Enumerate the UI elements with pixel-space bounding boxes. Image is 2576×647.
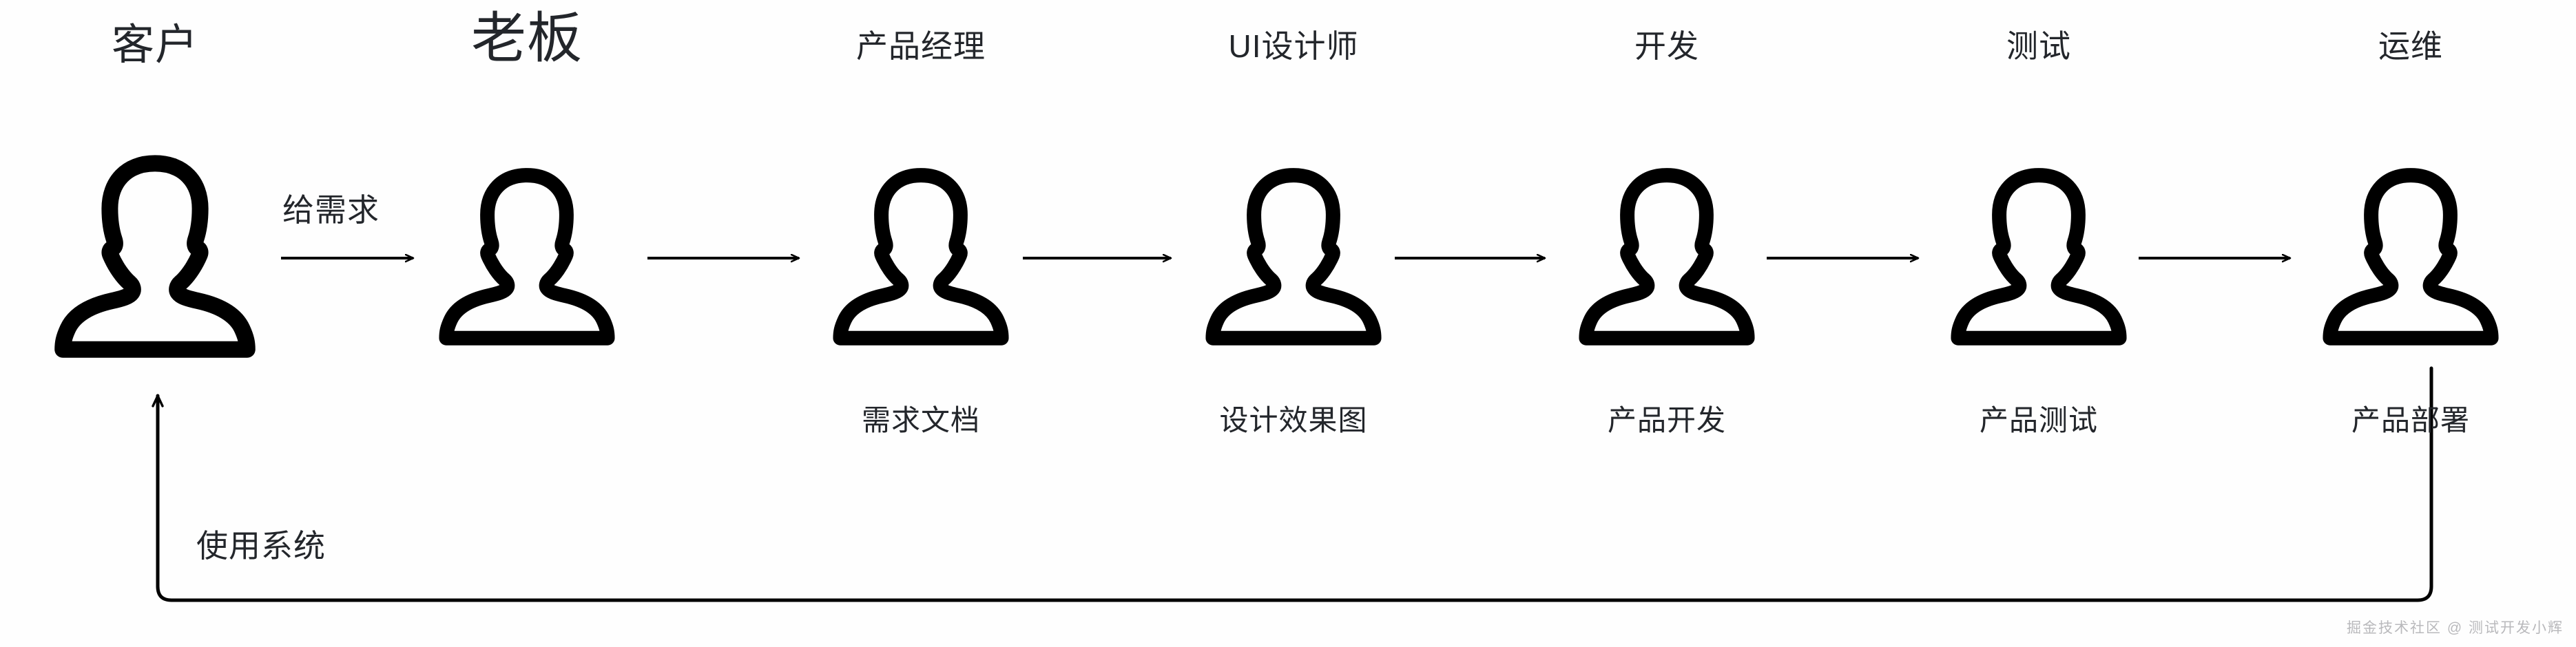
node-label-ops: 运维 <box>2378 28 2443 64</box>
node-sublabel-qa: 产品测试 <box>1979 404 2098 436</box>
person-icon-ops <box>2323 168 2499 346</box>
edge-label-give-requirements: 给需求 <box>282 192 380 228</box>
person-icon-dev <box>1579 168 1755 346</box>
watermark-text: 掘金技术社区 @ 测试开发小辉 <box>2347 620 2564 636</box>
person-icon-ui <box>1205 168 1382 346</box>
person-icon-pm <box>833 168 1009 346</box>
node-label-customer: 客户 <box>111 21 198 69</box>
node-sublabel-dev: 产品开发 <box>1607 404 1726 436</box>
node-label-ui: UI设计师 <box>1228 28 1359 64</box>
node-sublabel-ui: 设计效果图 <box>1219 404 1368 436</box>
node-label-dev: 开发 <box>1634 28 1699 64</box>
person-icon-qa <box>1951 168 2127 346</box>
node-label-qa: 测试 <box>2006 28 2071 64</box>
person-icon-customer <box>54 155 256 358</box>
person-icon-boss <box>439 168 615 346</box>
node-label-pm: 产品经理 <box>856 28 986 64</box>
edge-label-use-system: 使用系统 <box>196 528 326 564</box>
feedback-loop-path <box>152 366 2433 602</box>
node-sublabel-ops: 产品部署 <box>2351 404 2470 436</box>
node-label-boss: 老板 <box>471 8 583 69</box>
node-sublabel-pm: 需求文档 <box>861 404 980 436</box>
